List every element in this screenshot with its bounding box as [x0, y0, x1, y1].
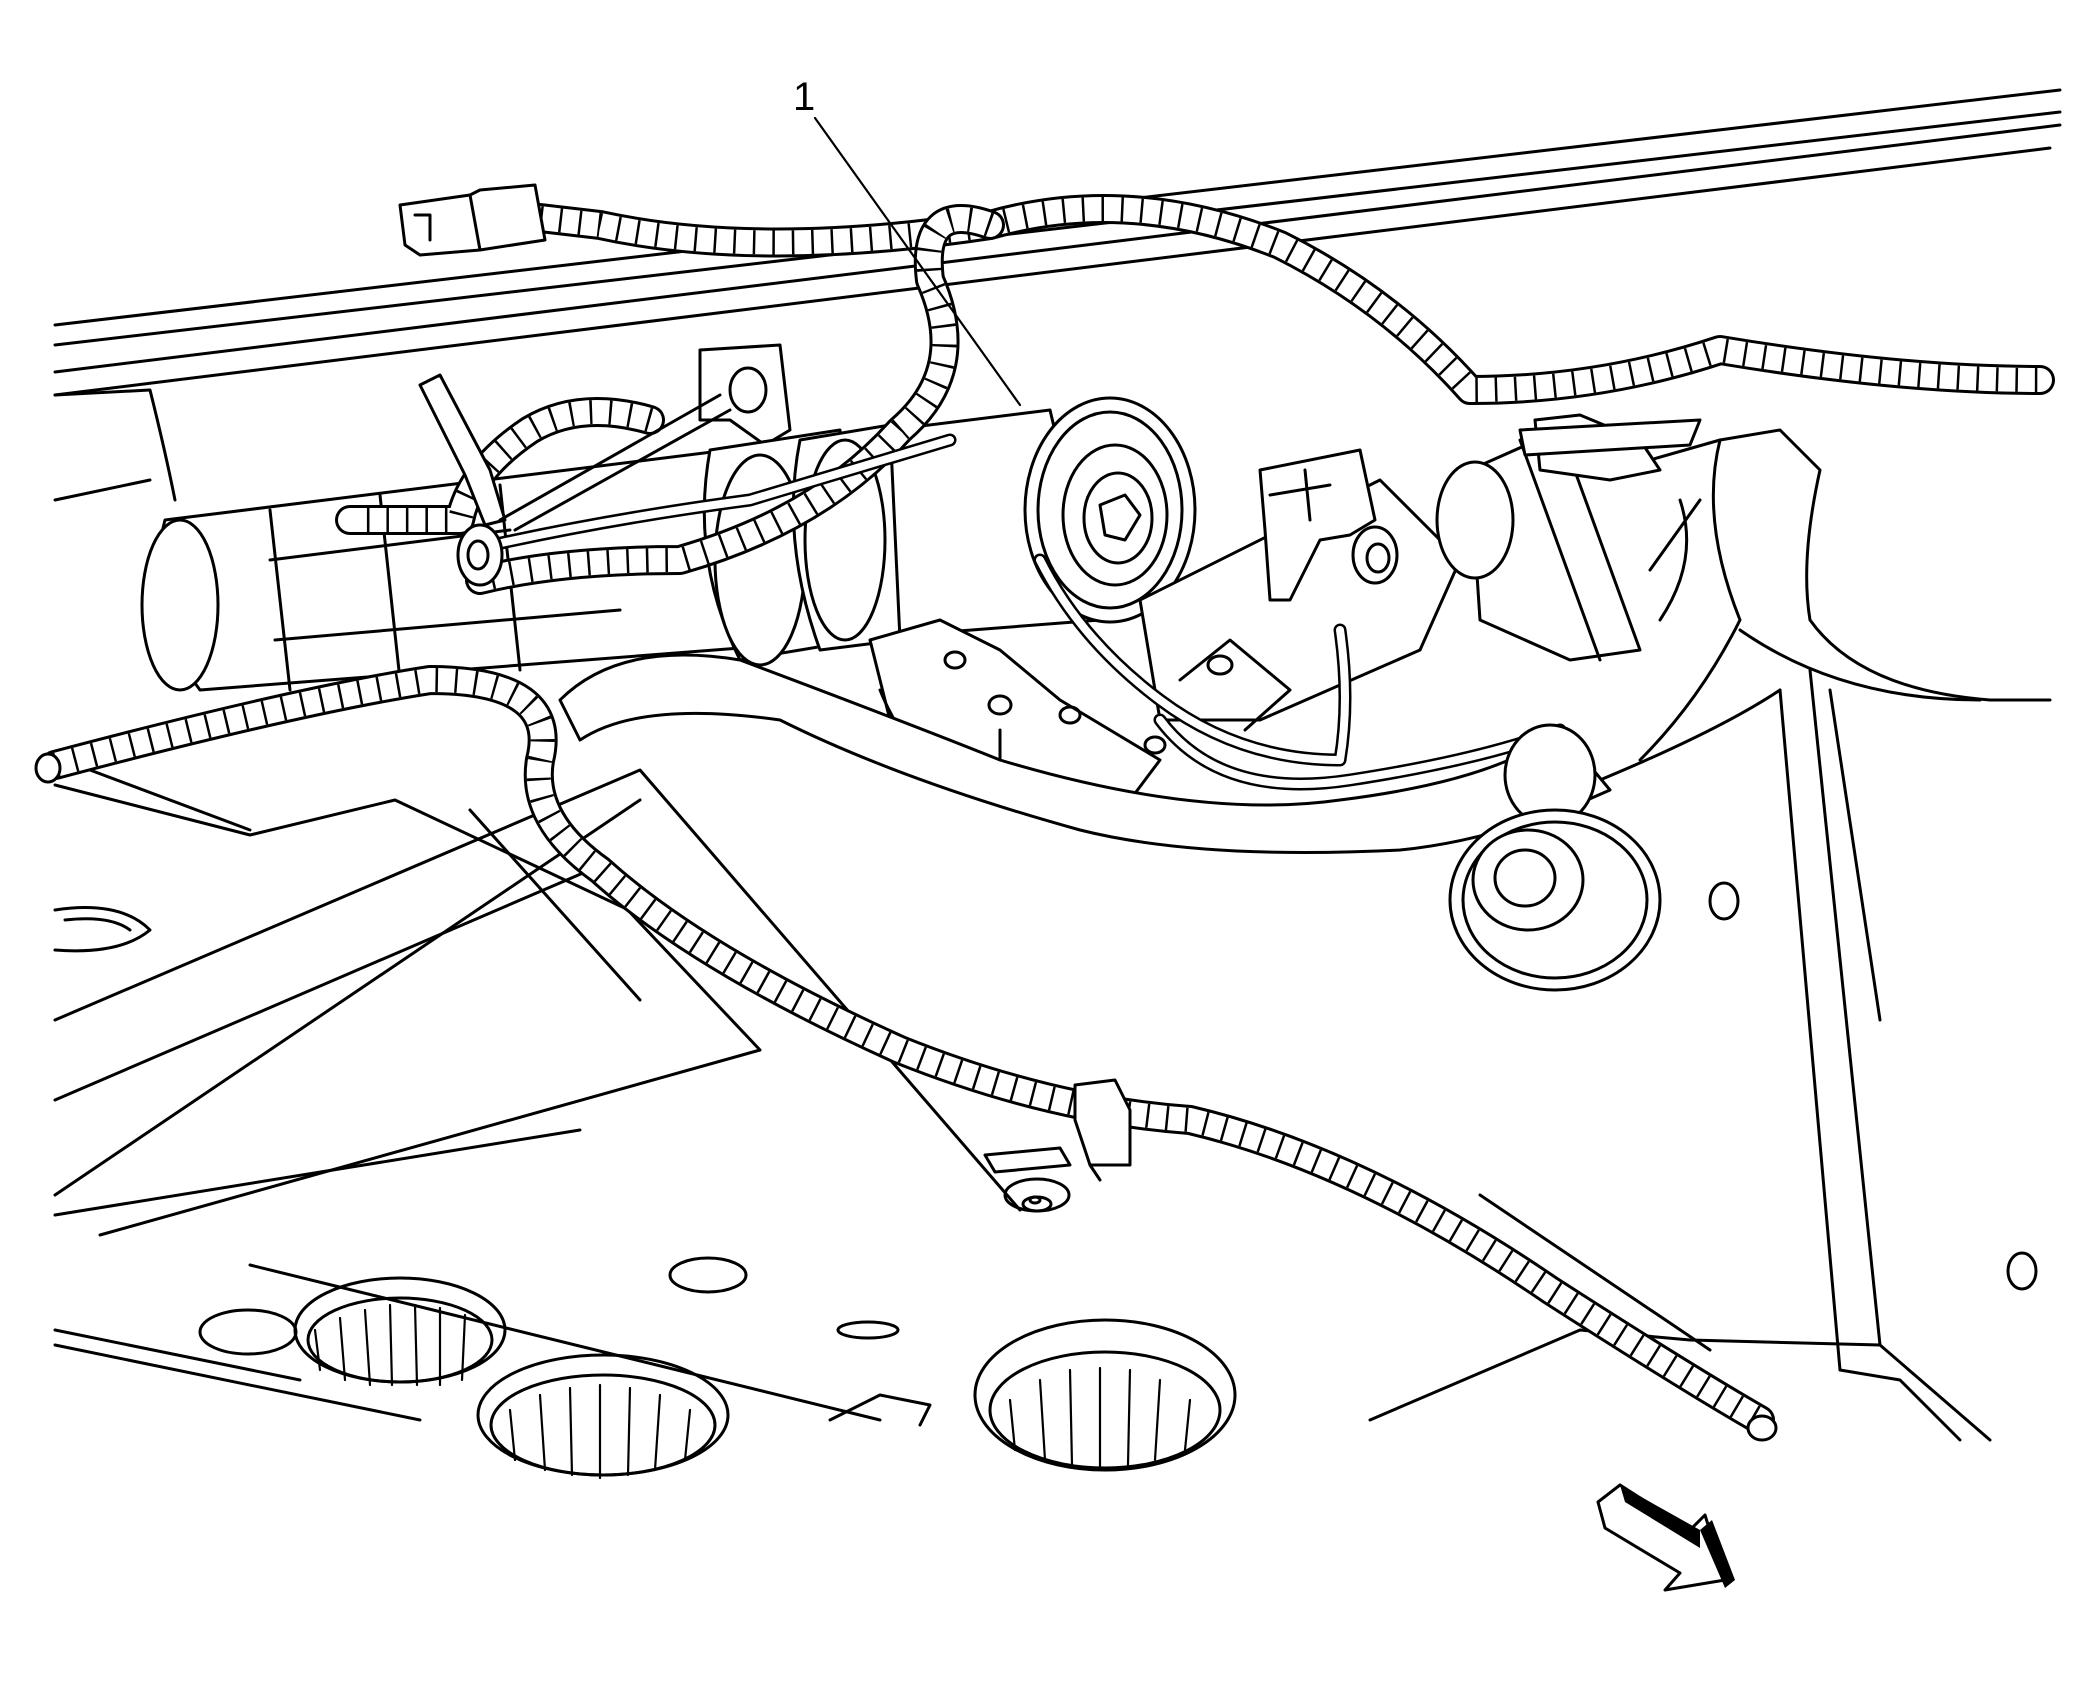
mounting-strap — [418, 373, 732, 587]
direction-arrow-icon — [1596, 1483, 1735, 1592]
harness-connector — [1435, 413, 1702, 662]
floor-openings — [53, 906, 1237, 1480]
wiring-harness — [34, 183, 2055, 1442]
callout-label-1: 1 — [793, 75, 815, 119]
callout-1: 1 — [793, 75, 1022, 407]
